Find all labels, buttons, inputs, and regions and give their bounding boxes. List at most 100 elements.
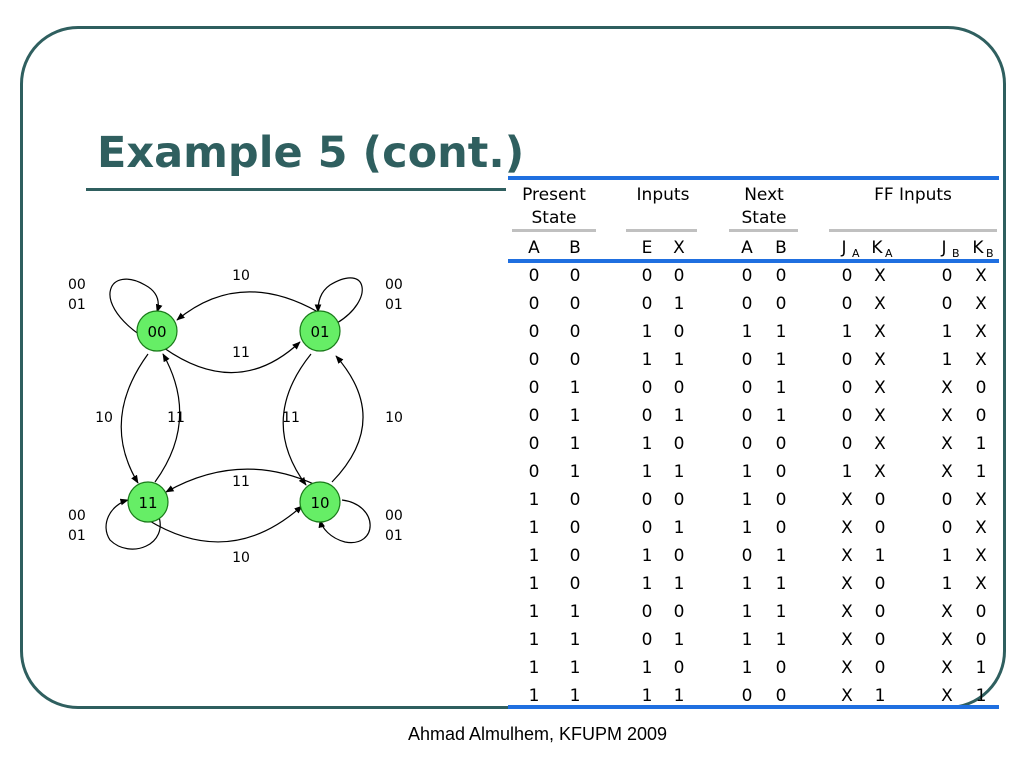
table-cell: 0 [842, 294, 853, 314]
table-cell: 1 [529, 602, 540, 622]
table-cell: 0 [976, 378, 987, 398]
table-cell: 0 [570, 266, 581, 286]
table-cell: 0 [842, 266, 853, 286]
edge-label-left-inner: 11 [167, 410, 185, 426]
table-cell: 1 [742, 658, 753, 678]
table-cell: 0 [842, 350, 853, 370]
edge-label-bottom-lower: 10 [232, 550, 250, 566]
table-cell: 0 [529, 350, 540, 370]
state-01: 01 [299, 310, 341, 352]
state-10: 10 [299, 481, 341, 523]
group-header-ff-inputs: FF Inputs [874, 185, 952, 205]
state-01-label: 01 [310, 323, 329, 341]
table-cell: 0 [942, 490, 953, 510]
loop-label-00-b: 01 [68, 297, 86, 313]
edge-label-right-inner: 11 [282, 410, 300, 426]
table-cell: 1 [776, 630, 787, 650]
table-cell: 0 [674, 546, 685, 566]
table-cell: 1 [776, 322, 787, 342]
table-cell: 1 [742, 322, 753, 342]
table-cell: 0 [942, 294, 953, 314]
table-cell: X [841, 602, 853, 622]
state-10-label: 10 [310, 494, 329, 512]
table-cell: 1 [776, 378, 787, 398]
table-cell: 1 [742, 518, 753, 538]
table-cell: 0 [976, 406, 987, 426]
table-cell: 1 [674, 350, 685, 370]
table-cell: X [941, 406, 953, 426]
state-00: 00 [136, 310, 178, 352]
table-cell: X [975, 518, 987, 538]
transition-11-to-10 [147, 505, 303, 543]
table-cell: 0 [842, 434, 853, 454]
group-underline [829, 229, 997, 232]
group-header-next: Next [744, 185, 784, 205]
table-cell: X [975, 350, 987, 370]
table-cell: 0 [942, 518, 953, 538]
table-cell: 1 [642, 658, 653, 678]
group-header-next-state: State [742, 208, 787, 228]
table-cell: 0 [742, 686, 753, 706]
column-header: J [940, 238, 946, 258]
table-cell: 1 [529, 686, 540, 706]
table-cell: 0 [570, 322, 581, 342]
table-cell: X [941, 462, 953, 482]
column-header-subscript: B [986, 247, 994, 260]
edge-label-top-upper: 10 [232, 268, 250, 284]
table-cell: 0 [776, 294, 787, 314]
table-cell: 0 [642, 378, 653, 398]
table-cell: 1 [570, 406, 581, 426]
table-cell: X [941, 686, 953, 706]
table-cell: 0 [570, 518, 581, 538]
table-cell: 1 [942, 322, 953, 342]
slide-footer: Ahmad Almulhem, KFUPM 2009 [407, 724, 668, 744]
edge-label-bottom-upper: 11 [232, 474, 250, 490]
table-cell: 0 [776, 266, 787, 286]
table-cell: 0 [674, 266, 685, 286]
transition-10-to-01 [331, 355, 364, 483]
table-cell: X [841, 518, 853, 538]
table-cell: 0 [642, 294, 653, 314]
table-cell: X [975, 294, 987, 314]
table-cell: 1 [570, 434, 581, 454]
column-header: K [972, 238, 984, 258]
loop-label-01-a: 00 [385, 277, 403, 293]
group-header-inputs: Inputs [637, 185, 690, 205]
column-header: J [840, 238, 846, 258]
table-cell: 1 [742, 490, 753, 510]
table-cell: 0 [529, 434, 540, 454]
column-header: B [569, 238, 581, 258]
table-cell: 0 [976, 602, 987, 622]
group-underline [626, 229, 697, 232]
table-cell: 0 [674, 602, 685, 622]
table-cell: 0 [570, 546, 581, 566]
table-cell: 1 [570, 686, 581, 706]
table-cell: 0 [776, 658, 787, 678]
table-cell: 1 [642, 686, 653, 706]
edge-label-left-outer: 10 [95, 410, 113, 426]
table-cell: X [841, 546, 853, 566]
table-cell: 0 [875, 630, 886, 650]
table-cell: X [975, 546, 987, 566]
table-cell: 0 [776, 686, 787, 706]
table-cell: 1 [570, 462, 581, 482]
table-cell: 1 [529, 630, 540, 650]
group-underline [729, 229, 798, 232]
table-cell: 0 [742, 546, 753, 566]
table-cell: 0 [570, 490, 581, 510]
table-cell: 0 [875, 658, 886, 678]
loop-label-00-a: 00 [68, 277, 86, 293]
table-cell: X [874, 406, 886, 426]
loop-label-11-b: 01 [68, 528, 86, 544]
loop-label-10-a: 00 [385, 508, 403, 524]
table-cell: 1 [875, 546, 886, 566]
header-bottom-rule [508, 259, 999, 263]
table-cell: 1 [742, 574, 753, 594]
table-cell: X [975, 490, 987, 510]
self-loop-11 [105, 498, 161, 550]
